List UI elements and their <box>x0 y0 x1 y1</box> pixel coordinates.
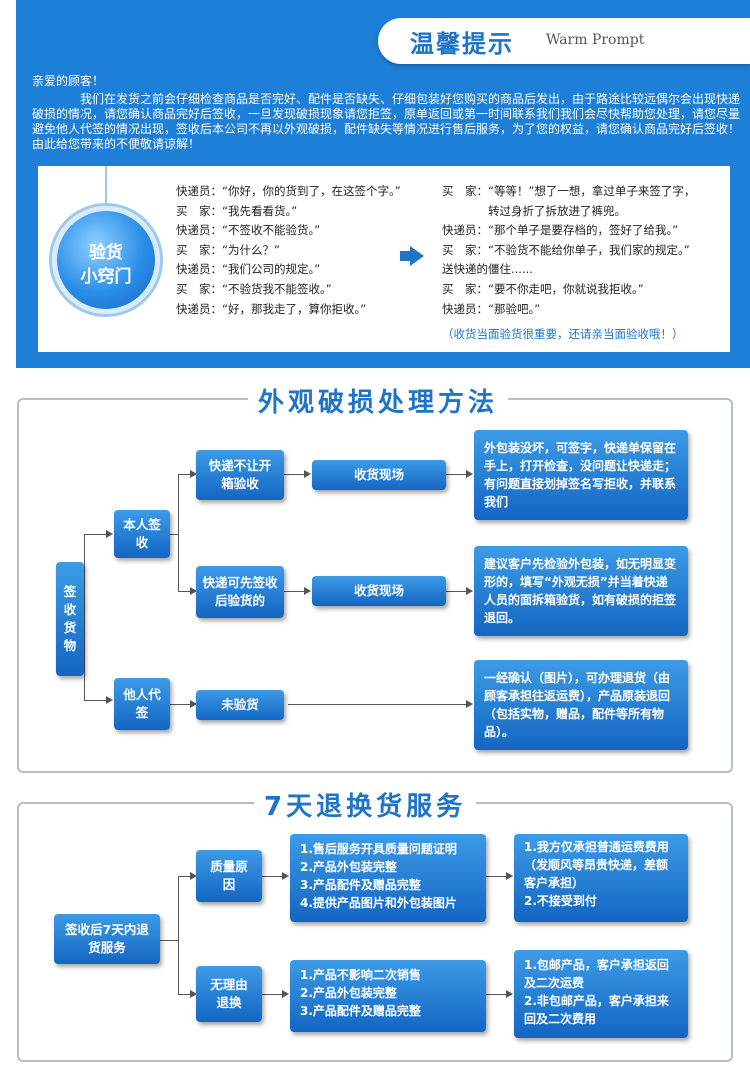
no-reason-cost-box: 1.包邮产品，客户承担返回及二次运费 2.非包邮产品，客户承担来回及二次费用 <box>514 950 688 1038</box>
result-box-not-inspected: 一经确认（图片），可办理退货（由顾客承担往返运费），产品原装退回（包括实物，赠品… <box>474 660 688 750</box>
dialog-line: 快递员：“你好，你的货到了，在这签个字。” <box>176 184 401 198</box>
connector <box>160 940 178 941</box>
badge-line-1: 验货 <box>89 243 123 263</box>
damage-handling-title: 外观破损处理方法 <box>248 382 509 419</box>
arrow-head <box>190 990 197 998</box>
connector <box>288 704 466 705</box>
connector <box>486 876 506 877</box>
dialog-line: 买 家：“等等！”想了一想，拿过单子来签了字， <box>442 184 696 198</box>
notice-paragraph: 我们在发货之前会仔细检查商品是否完好、配件是否缺失、仔细包装好您购买的商品后发出… <box>32 92 741 151</box>
root-node-7-day-return: 签收后7天内退货服务 <box>54 914 160 964</box>
connector <box>284 591 304 592</box>
connector <box>446 474 466 475</box>
node-receiving-site-2: 收货现场 <box>312 576 446 606</box>
dialog-line: 快递员：“好，那我走了，算你拒收。” <box>176 301 367 316</box>
arrow-head <box>106 696 113 704</box>
arrow-head <box>304 470 311 478</box>
node-quality-reason: 质量原因 <box>196 850 262 902</box>
dialog-line: 快递员：“那个单子是要存档的，签好了给我。” <box>442 223 679 238</box>
connector <box>446 591 466 592</box>
dialog-line: 转过身折了拆放进了裤兜。 <box>442 203 626 218</box>
requirement-item: 1.产品不影响二次销售 <box>300 968 421 982</box>
requirement-item: 4.提供产品图片和外包装图片 <box>300 896 457 910</box>
arrow-head <box>466 700 473 708</box>
connector <box>262 994 282 995</box>
connector <box>178 591 190 592</box>
arrow-head <box>506 872 513 880</box>
arrow-head <box>466 587 473 595</box>
connector <box>178 474 190 475</box>
connector <box>284 474 304 475</box>
arrow-head <box>106 530 113 538</box>
connector <box>262 876 282 877</box>
arrow-right-icon <box>410 246 424 266</box>
quality-cost-box: 1.我方仅承担普通运费费用（发顺风等昂贵快递，差额客户承担） 2.不接受到付 <box>514 834 688 922</box>
requirement-item: 2.产品外包装完整 <box>300 860 397 874</box>
quality-requirements-box: 1.售后服务开具质量问题证明 2.产品外包装完整 3.产品配件及赠品完整 4.提… <box>290 834 486 922</box>
no-reason-requirements-box: 1.产品不影响二次销售 2.产品外包装完整 3.产品配件及赠品完整 <box>290 960 486 1032</box>
returns-title: 7天退换货服务 <box>254 786 477 823</box>
inspection-tip: （收货当面验货很重要，还请亲当面验收哦！） <box>442 327 684 341</box>
cost-item: 1.包邮产品，客户承担返回及二次运费 <box>524 958 669 990</box>
connector <box>178 474 179 591</box>
node-receiving-site-1: 收货现场 <box>312 460 446 490</box>
connector <box>170 534 178 535</box>
arrow-head <box>190 587 197 595</box>
badge-string <box>105 166 107 208</box>
dialog-line: 买 家：“不验货我不能签收。” <box>176 281 332 296</box>
arrow-head <box>304 587 311 595</box>
connector <box>178 994 190 995</box>
inspection-tips-badge <box>52 206 160 314</box>
result-box-sign-first: 建议客户先检验外包装，如无明显变形的，填写“外观无损”并当着快递人员的面拆箱验货… <box>474 546 688 636</box>
greeting-text: 亲爱的顾客！ <box>32 74 105 88</box>
dialog-line: 快递员：“我们公司的规定。” <box>176 262 321 277</box>
connector <box>84 534 106 535</box>
arrow-head <box>190 872 197 880</box>
dialog-line: 快递员：“不签收不能验货。” <box>176 223 321 238</box>
dialog-line: 快递员：“那验吧。” <box>442 301 541 316</box>
requirement-item: 2.产品外包装完整 <box>300 986 397 1000</box>
node-sign-then-inspect: 快递可先签收后验货的 <box>196 566 284 618</box>
arrow-head <box>282 990 289 998</box>
dialog-right-column: 买 家：“等等！”想了一想，拿过单子来签了字， 转过身折了拆放进了裤兜。 快递员… <box>442 182 695 319</box>
requirement-item: 3.产品配件及赠品完整 <box>300 1004 421 1018</box>
arrow-head <box>282 872 289 880</box>
dialog-line: 送快递的僵住...... <box>442 262 533 277</box>
connector <box>178 876 179 994</box>
dialog-line: 买 家：“不验货不能给你单子，我们家的规定。” <box>442 242 690 257</box>
dialog-line: 买 家：“我先看看货。” <box>176 203 298 218</box>
badge-line-2: 小窍门 <box>80 267 132 287</box>
arrow-head <box>466 470 473 478</box>
cost-item: 2.不接受到付 <box>524 894 597 908</box>
node-not-inspected: 未验货 <box>196 690 284 720</box>
root-node-sign-goods: 签收货物 <box>56 562 84 676</box>
arrow-head <box>506 990 513 998</box>
cost-item: 2.非包邮产品，客户承担来回及二次费用 <box>524 994 669 1026</box>
warm-prompt-title: 温馨提示 <box>410 30 514 58</box>
warm-prompt-header <box>378 18 750 64</box>
arrow-head <box>190 700 197 708</box>
dialog-arrow-shaft <box>400 251 412 261</box>
node-no-reason-return: 无理由退换 <box>196 966 262 1022</box>
dialog-line: 买 家：“为什么？” <box>176 242 280 257</box>
node-proxy-sign: 他人代签 <box>114 678 170 730</box>
requirement-item: 1.售后服务开具质量问题证明 <box>300 842 457 856</box>
connector <box>84 700 106 701</box>
arrow-head <box>190 470 197 478</box>
connector <box>170 704 190 705</box>
connector <box>178 876 190 877</box>
result-box-no-open: 外包装没坏，可签字，快递单保留在手上，打开检查，没问题让快递走；有问题直接划掉签… <box>474 430 688 520</box>
node-no-open-inspection: 快递不让开箱验收 <box>196 450 284 500</box>
node-self-sign: 本人签收 <box>114 510 170 558</box>
connector <box>486 994 506 995</box>
connector <box>84 534 85 700</box>
dialog-line: 买 家：“要不你走吧，你就说我拒收。” <box>442 281 644 296</box>
dialog-left-column: 快递员：“你好，你的货到了，在这签个字。” 买 家：“我先看看货。” 快递员：“… <box>176 182 401 319</box>
warm-prompt-subtitle: Warm Prompt <box>546 32 645 48</box>
requirement-item: 3.产品配件及赠品完整 <box>300 878 421 892</box>
cost-item: 1.我方仅承担普通运费费用（发顺风等昂贵快递，差额客户承担） <box>524 840 669 890</box>
